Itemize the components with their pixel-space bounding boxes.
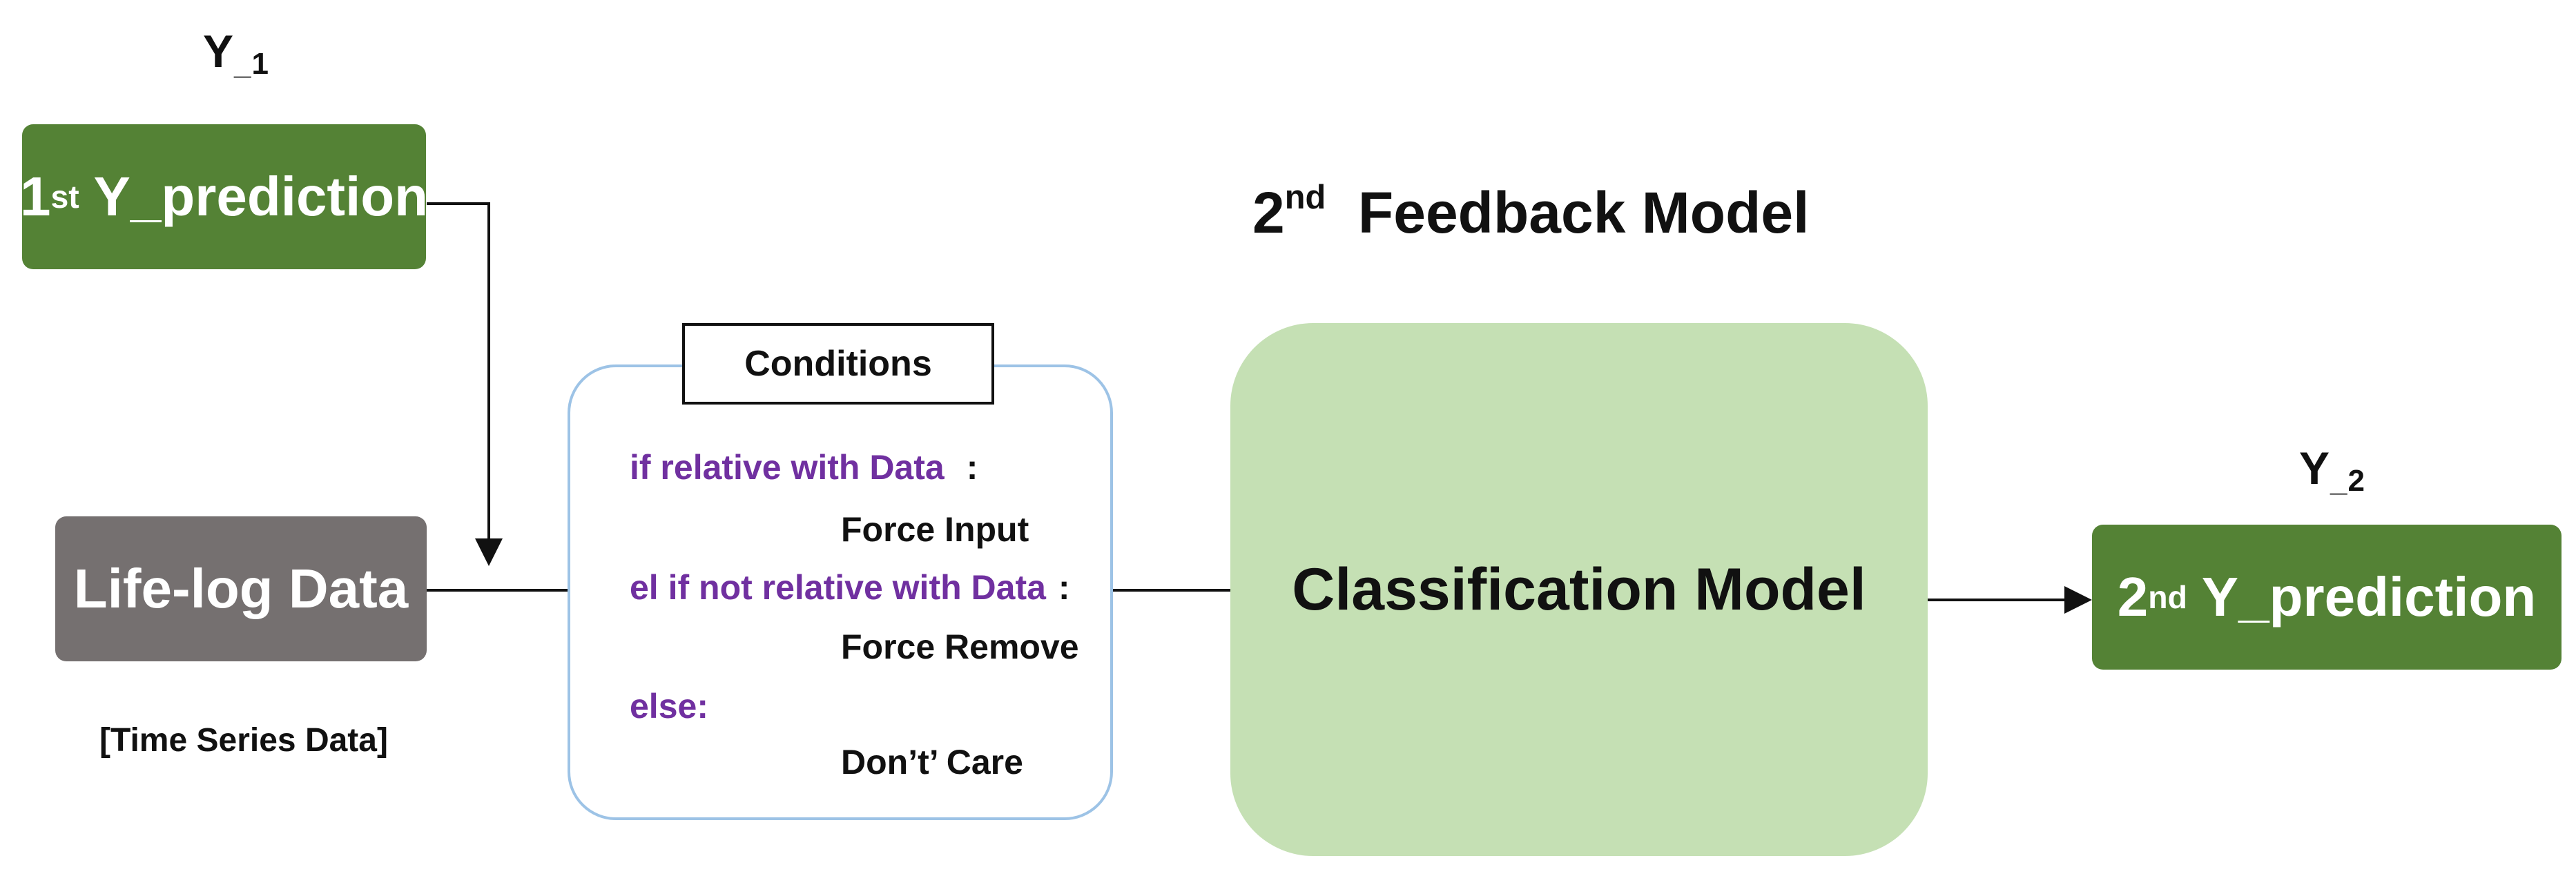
condition-line-elif: el if not relative with Data: (630, 568, 1070, 607)
condition-line-force-remove: Force Remove (841, 628, 1079, 666)
conditions-title: Conditions (682, 323, 994, 405)
first-prediction-text: Y_prediction (79, 166, 429, 227)
lifelog-label: Life-log Data (73, 558, 409, 619)
condition-line-else: else: (630, 687, 708, 726)
lifelog-caption: [Time Series Data] (99, 722, 388, 759)
second-prediction-text: Y_prediction (2187, 566, 2537, 628)
condition-line-dont-care: Don’t’ Care (841, 743, 1023, 781)
y1-label: Y_1 (203, 26, 269, 81)
condition-line-force-input: Force Input (841, 510, 1029, 549)
second-prediction-ordinal: 2 (2117, 566, 2149, 628)
classification-model-box: Classification Model (1230, 323, 1928, 856)
arrow-first-prediction-to-lifelog (427, 202, 503, 566)
first-prediction-ordinal: 1 (19, 166, 51, 227)
feedback-model-title: 2nd Feedback Model (1252, 178, 1810, 245)
y2-label: Y_2 (2299, 442, 2365, 498)
classification-model-label: Classification Model (1292, 556, 1866, 623)
condition-line-if: if relative with Data: (630, 448, 978, 487)
lifelog-data-box: Life-log Data (55, 516, 427, 661)
